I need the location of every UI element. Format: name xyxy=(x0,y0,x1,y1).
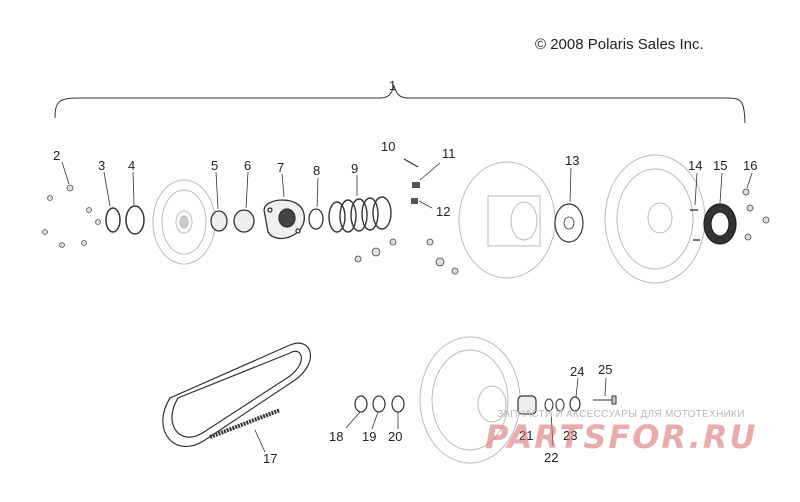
pin-12 xyxy=(411,198,418,204)
drive-belt-17 xyxy=(162,342,311,447)
copyright-notice: © 2008 Polaris Sales Inc. xyxy=(535,36,704,53)
callout-21: 21 xyxy=(519,428,533,443)
washer-24 xyxy=(569,396,581,412)
ring-3 xyxy=(105,207,121,233)
callout-12: 12 xyxy=(436,204,450,219)
cover-15 xyxy=(703,203,737,245)
callout-24: 24 xyxy=(570,364,584,379)
callout-1: 1 xyxy=(389,78,396,93)
callout-6: 6 xyxy=(244,158,251,173)
washer-22 xyxy=(544,398,554,412)
callout-7: 7 xyxy=(277,160,284,175)
spider-7 xyxy=(263,199,305,240)
bolts-16 xyxy=(742,188,770,241)
bolt-set xyxy=(42,184,101,248)
washers-18-20 xyxy=(354,395,405,413)
bushing-6 xyxy=(233,209,255,233)
callout-15: 15 xyxy=(713,158,727,173)
callout-3: 3 xyxy=(98,158,105,173)
watermark-caption: ЗАПЧАСТИ И АКСЕССУАРЫ ДЛЯ МОТОТЕХНИКИ xyxy=(497,409,745,420)
drive-sheave-left xyxy=(152,179,216,265)
callout-19: 19 xyxy=(362,429,376,444)
callout-8: 8 xyxy=(313,163,320,178)
pin-10 xyxy=(403,158,419,168)
callout-4: 4 xyxy=(128,158,135,173)
callout-22: 22 xyxy=(544,450,558,465)
washer-23 xyxy=(555,398,565,412)
rollers xyxy=(354,238,459,275)
watermark-logo: PARTSFOR.RU xyxy=(485,418,758,456)
callout-5: 5 xyxy=(211,158,218,173)
ring-4 xyxy=(125,205,145,235)
washer-8 xyxy=(308,208,324,230)
callout-17: 17 xyxy=(263,451,277,466)
callout-14: 14 xyxy=(688,158,702,173)
callout-2: 2 xyxy=(53,148,60,163)
callout-9: 9 xyxy=(351,161,358,176)
callout-16: 16 xyxy=(743,158,757,173)
callout-18: 18 xyxy=(329,429,343,444)
callout-23: 23 xyxy=(563,428,577,443)
callout-25: 25 xyxy=(598,362,612,377)
fan-sheave xyxy=(604,154,706,284)
moveable-sheave xyxy=(458,161,556,279)
driven-clutch xyxy=(419,336,521,464)
pin-11 xyxy=(412,182,420,188)
callout-10: 10 xyxy=(381,139,395,154)
bushing-5 xyxy=(210,210,228,232)
callout-13: 13 xyxy=(565,153,579,168)
bolt-25 xyxy=(593,395,617,405)
spacer-21 xyxy=(517,395,537,415)
callout-20: 20 xyxy=(388,429,402,444)
callout-11: 11 xyxy=(442,146,456,161)
assembly-bracket xyxy=(54,84,746,124)
washer-13 xyxy=(554,203,584,243)
spring-9 xyxy=(328,196,392,233)
